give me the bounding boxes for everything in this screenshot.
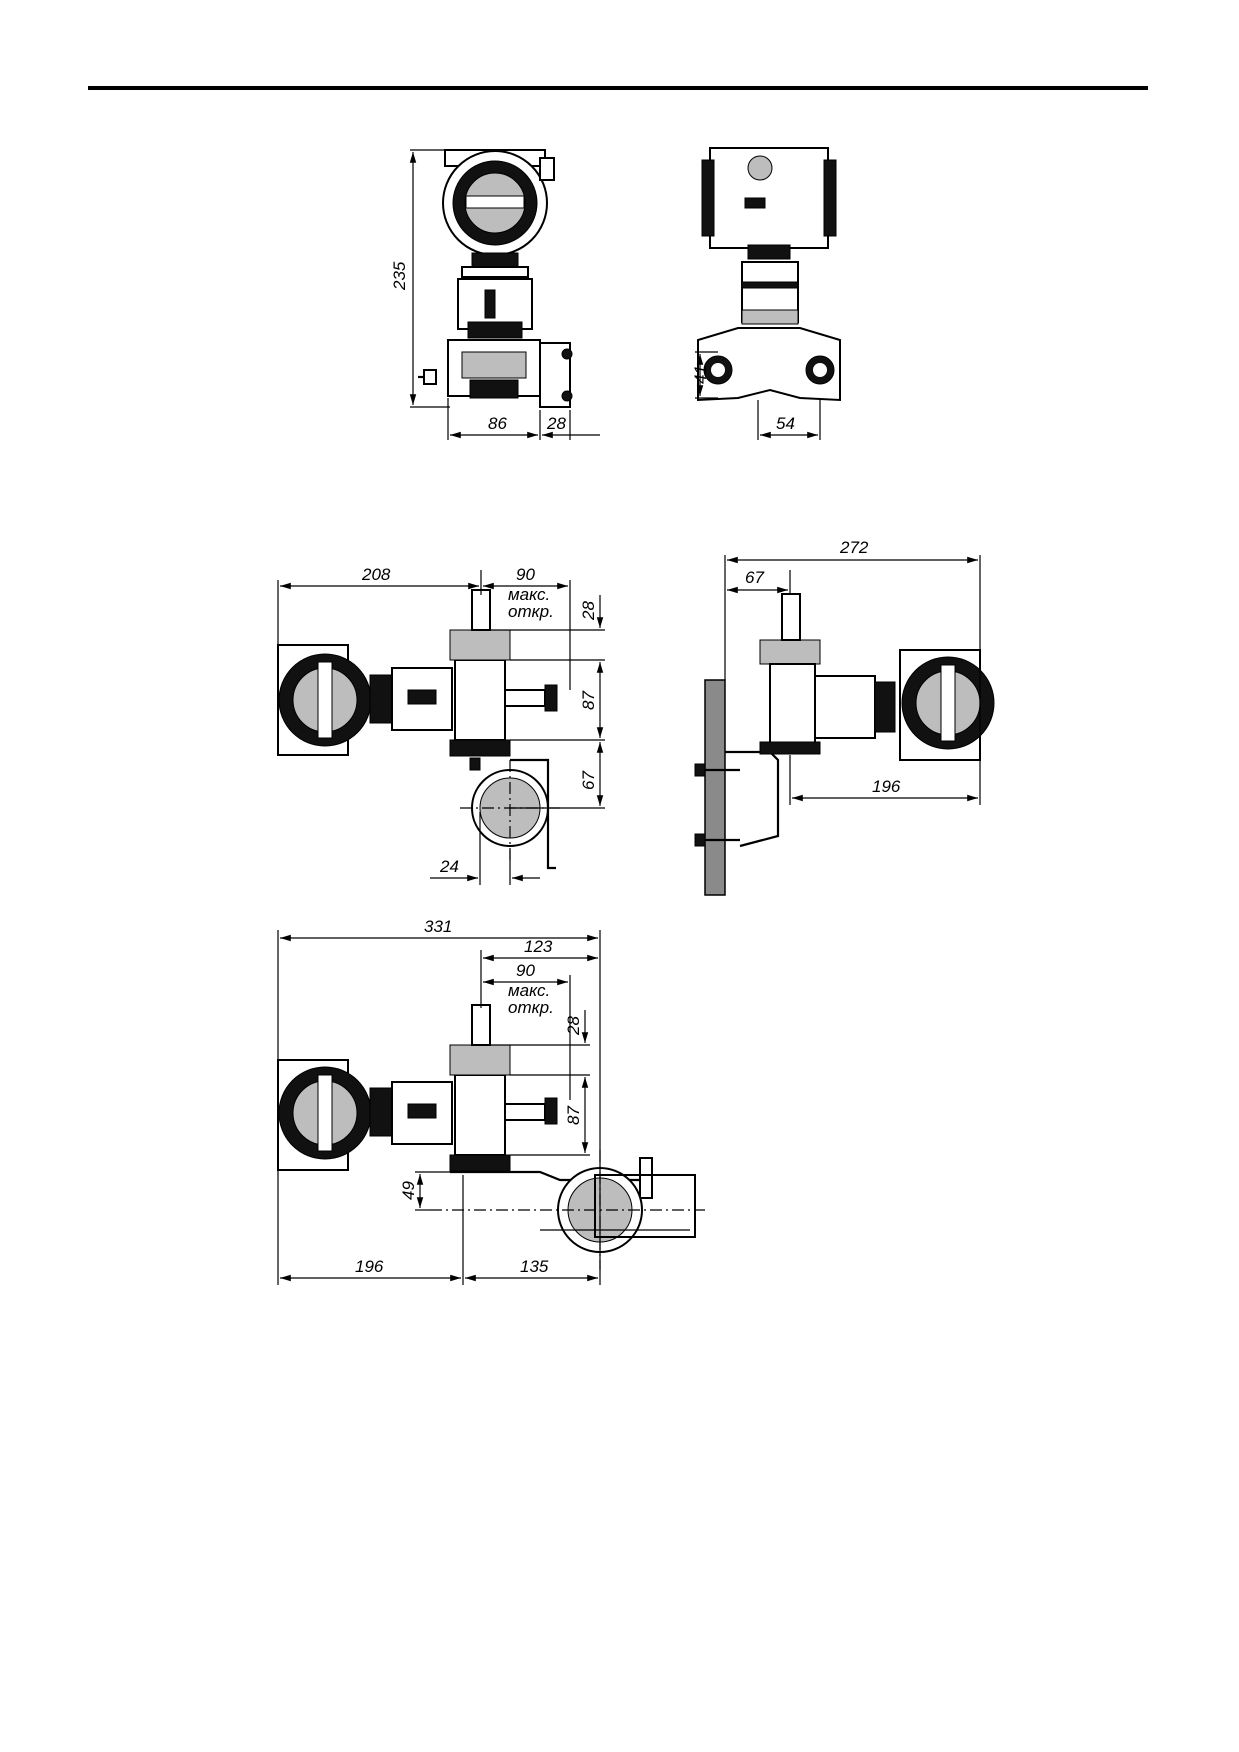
dim-67-top: 67 [579,771,598,790]
label-otkr-bottom: откр. [508,998,554,1017]
view-side-transmitter: 41 54 [691,147,841,440]
dim-196-bottom: 196 [355,1257,384,1276]
view-manifold-pipe-mount: 208 90 макс. откр. 28 87 67 24 [277,565,605,885]
view-horizontal-pipe-mount: 331 123 90 макс. откр. 28 87 49 196 135 [277,917,705,1285]
view-wall-mount: 272 67 196 [694,538,995,896]
dim-28-bottom: 28 [564,1016,583,1036]
dim-87-bottom: 87 [564,1106,583,1125]
dim-208: 208 [361,565,391,584]
dim-87-top: 87 [579,691,598,710]
dim-24: 24 [439,857,459,876]
dim-90-top: 90 [516,565,535,584]
dim-123: 123 [524,937,553,956]
view-front-transmitter: 235 86 28 [390,149,600,440]
label-otkr-top: откр. [508,602,554,621]
dim-67-wall: 67 [745,568,764,587]
dim-272: 272 [839,538,869,557]
label-maks-bottom: макс. [508,981,550,1000]
dim-86: 86 [488,414,507,433]
dim-49: 49 [399,1181,418,1200]
dim-90-bottom: 90 [516,961,535,980]
dim-28: 28 [546,414,566,433]
dim-235: 235 [390,261,409,291]
dim-196-wall: 196 [872,777,901,796]
label-maks-top: макс. [508,585,550,604]
dim-135: 135 [520,1257,549,1276]
dim-41: 41 [691,365,710,384]
dim-28-top: 28 [579,601,598,621]
dim-331: 331 [424,917,452,936]
dim-54: 54 [776,414,795,433]
